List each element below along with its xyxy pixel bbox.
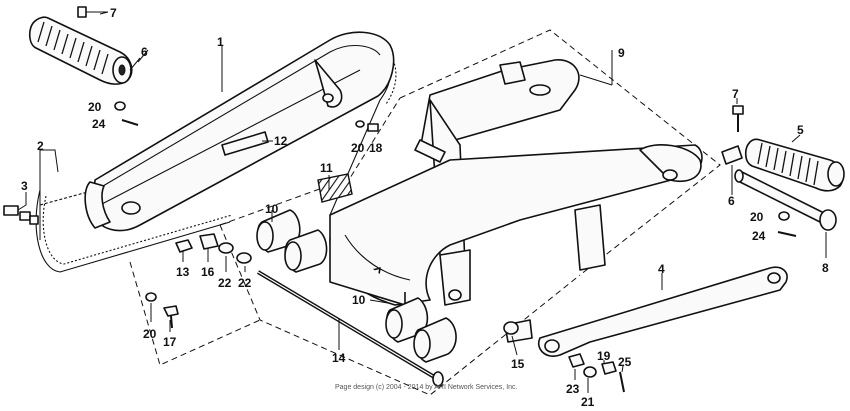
callout-10-bottom: 10 xyxy=(352,293,366,307)
hardware xyxy=(3,6,797,393)
pivot-bolt xyxy=(256,270,444,387)
callout-24-right: 24 xyxy=(752,229,766,243)
callout-labels: 1 2 3 4 5 6 6 7 7 8 9 10 10 11 12 13 14 … xyxy=(21,6,829,409)
callout-11: 11 xyxy=(320,161,333,175)
chain-case xyxy=(84,31,395,232)
left-footpeg xyxy=(28,16,133,85)
callout-21: 21 xyxy=(581,395,595,409)
callout-16: 16 xyxy=(201,265,215,279)
callout-12: 12 xyxy=(274,134,288,148)
callout-4: 4 xyxy=(658,262,665,276)
callout-20-case: 20 xyxy=(351,141,365,155)
callout-22-b: 22 xyxy=(238,276,252,290)
pivot-bushings xyxy=(256,209,457,363)
callout-20-right: 20 xyxy=(750,210,764,224)
callout-2: 2 xyxy=(37,139,44,153)
callout-3: 3 xyxy=(21,179,28,193)
torque-link xyxy=(504,266,788,357)
callout-7-left: 7 xyxy=(110,6,117,20)
callout-8: 8 xyxy=(822,261,829,275)
swingarm-assembly-outline xyxy=(219,29,721,396)
callout-1: 1 xyxy=(217,35,224,49)
callout-13: 13 xyxy=(176,265,190,279)
callout-10-top: 10 xyxy=(265,202,279,216)
callout-7-right: 7 xyxy=(732,87,739,101)
callout-19: 19 xyxy=(597,349,611,363)
callout-22-a: 22 xyxy=(218,276,232,290)
callout-23: 23 xyxy=(566,382,580,396)
callout-20-lower: 20 xyxy=(143,327,157,341)
callout-24-left: 24 xyxy=(92,117,106,131)
footpeg-kit-outline xyxy=(129,261,261,366)
callout-25: 25 xyxy=(618,355,632,369)
chain-slider xyxy=(317,173,353,203)
leader-lines xyxy=(17,11,827,393)
callout-6-left: 6 xyxy=(141,45,148,59)
callout-20-left: 20 xyxy=(88,100,102,114)
callout-6-right: 6 xyxy=(728,194,735,208)
copyright-text: Page design (c) 2004 - 2014 by ARI Netwo… xyxy=(335,384,518,391)
callout-15: 15 xyxy=(511,357,525,371)
callout-17: 17 xyxy=(163,335,177,349)
callout-18: 18 xyxy=(369,141,383,155)
right-footpeg xyxy=(744,138,845,192)
swingarm xyxy=(329,59,703,306)
callout-14: 14 xyxy=(332,351,346,365)
callout-9: 9 xyxy=(618,46,625,60)
callout-5: 5 xyxy=(797,123,804,137)
footpeg-pin xyxy=(734,169,837,231)
